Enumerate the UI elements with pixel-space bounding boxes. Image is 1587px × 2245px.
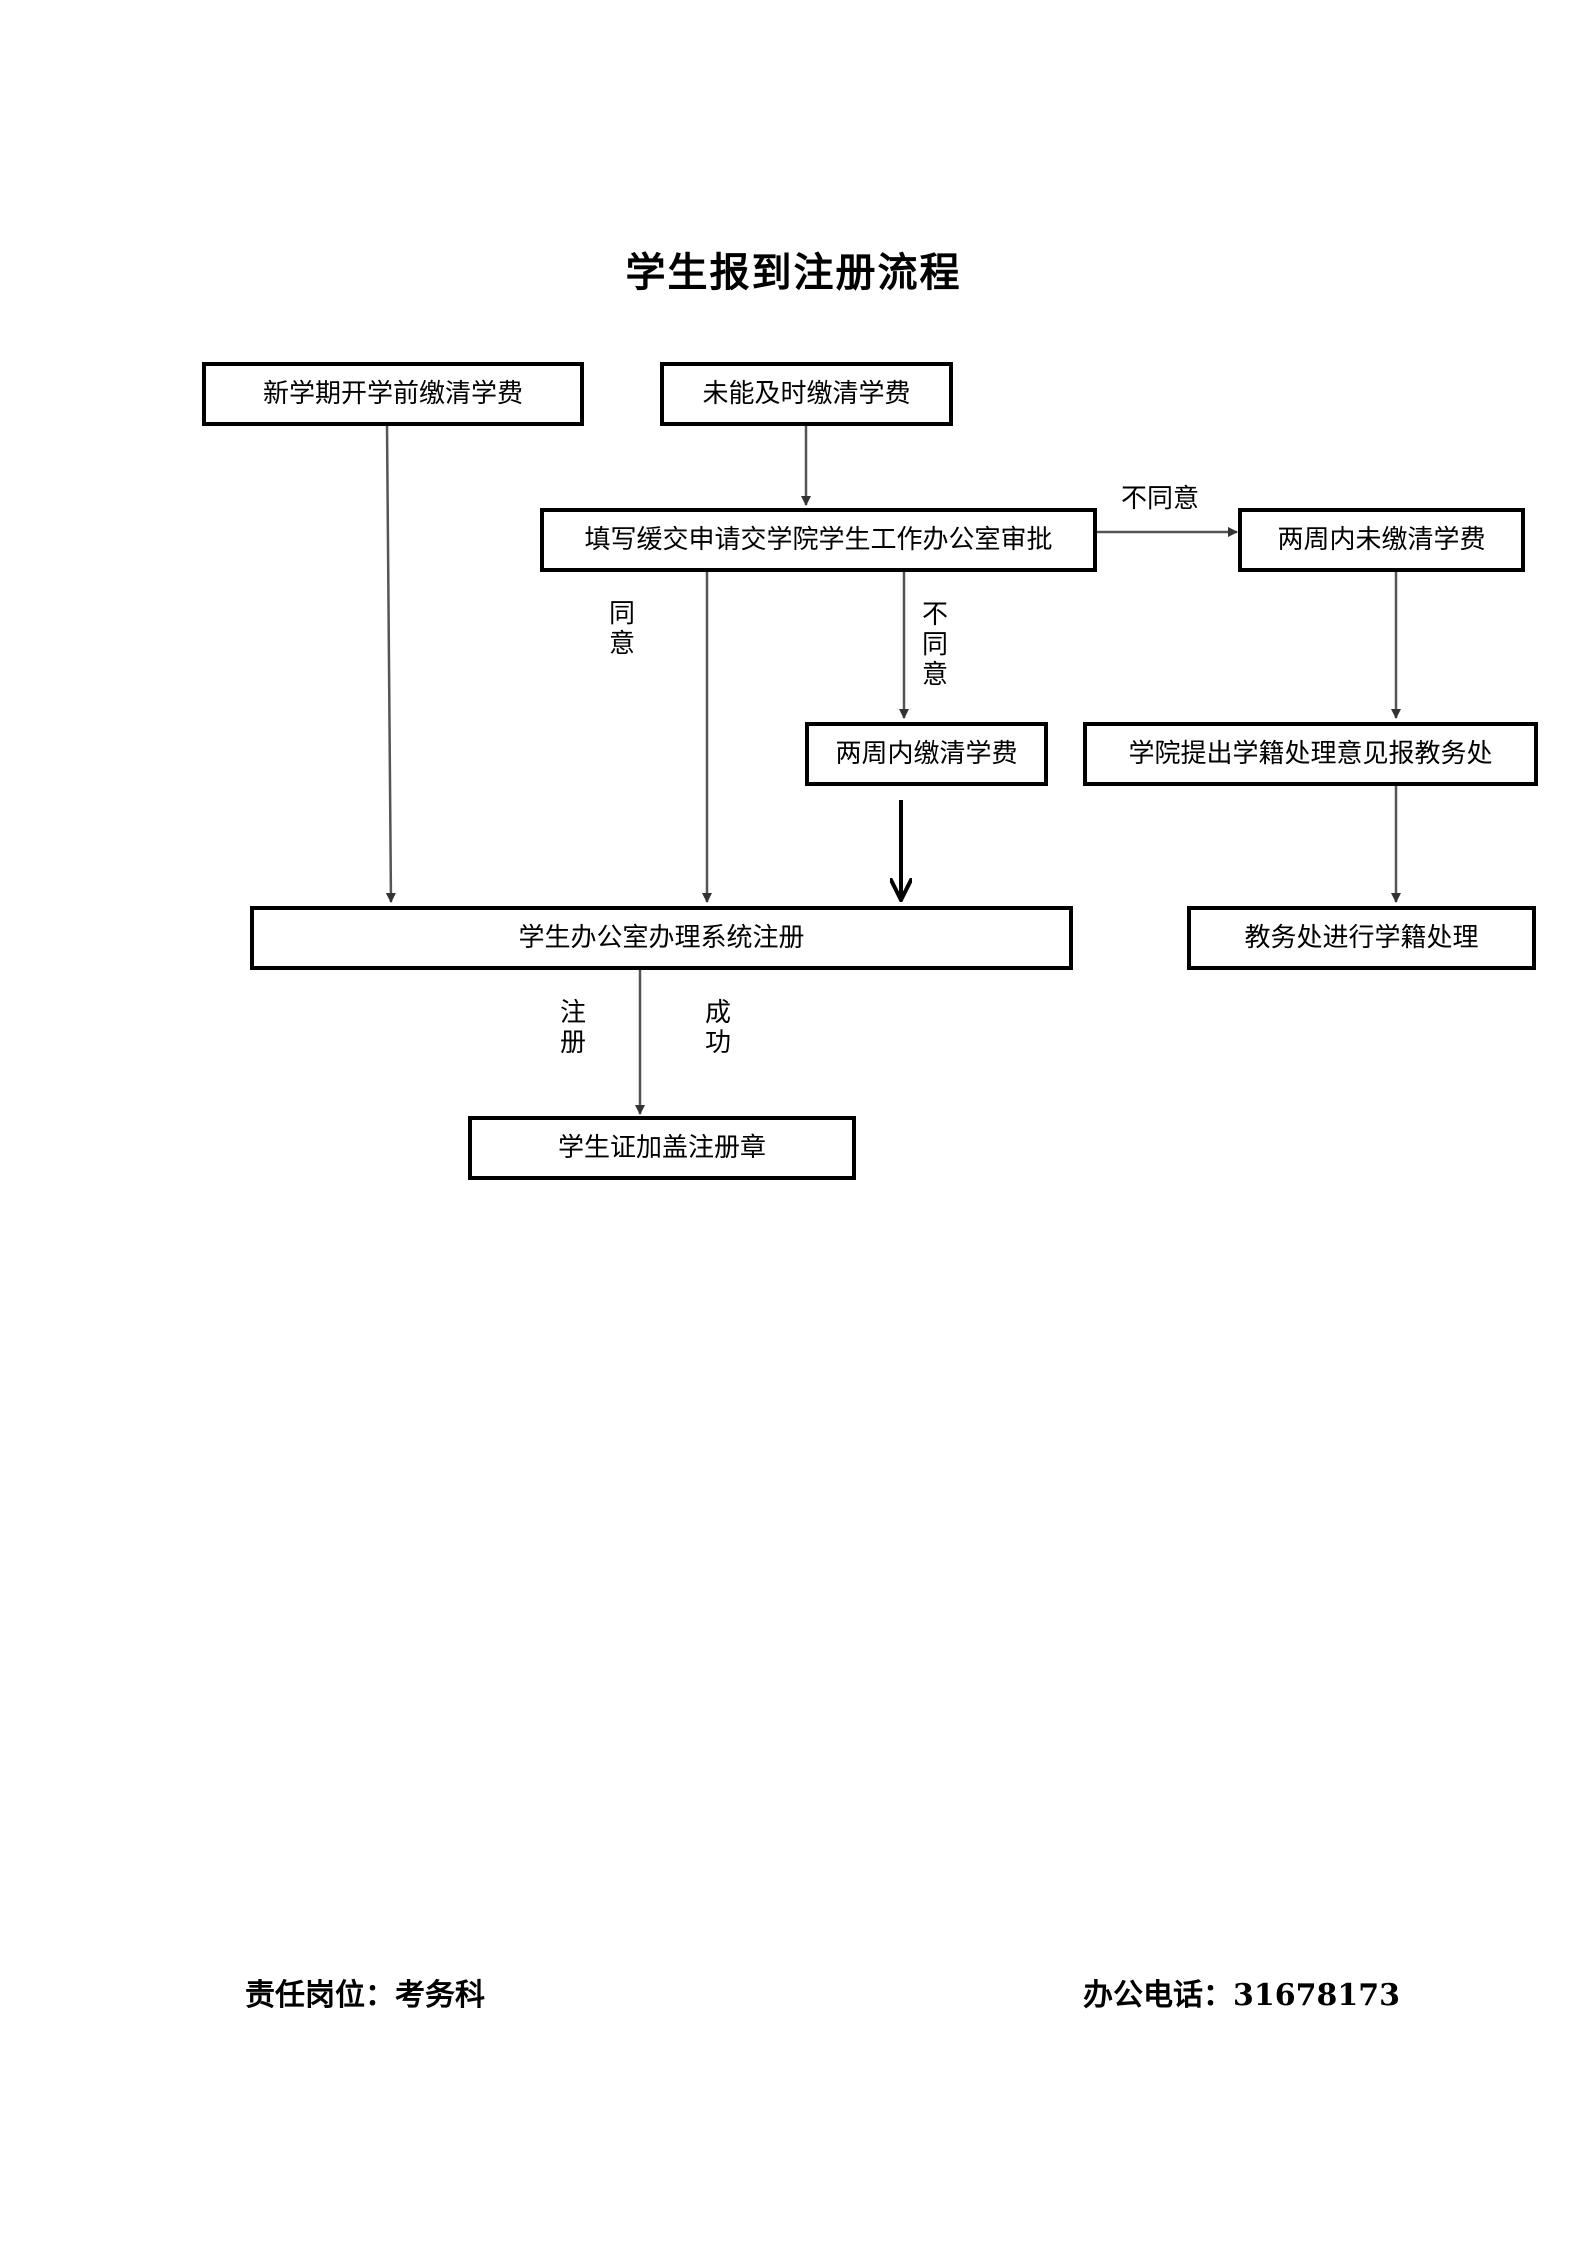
arrow-prepaid-to-register [385,424,396,903]
node-college-status-opinion: 学院提出学籍处理意见报教务处 [1083,722,1538,786]
node-unpaid-two-weeks: 两周内未缴清学费 [1238,508,1525,572]
node-unpaid-two-weeks-label: 两周内未缴清学费 [1277,525,1486,555]
node-apply-deferral: 填写缓交申请交学院学生工作办公室审批 [540,508,1097,572]
node-pay-before-term-label: 新学期开学前缴清学费 [262,379,523,409]
footer-office-phone: 办公电话：31678173 [1083,1978,1400,2013]
node-college-status-opinion-label: 学院提出学籍处理意见报教务处 [1128,739,1493,769]
footer-responsible-post: 责任岗位：考务科 [245,1978,485,2013]
edge-label-success: 成功 [704,998,731,1058]
node-paid-two-weeks: 两周内缴清学费 [805,722,1048,786]
node-not-paid-in-time-label: 未能及时缴清学费 [702,379,911,409]
node-not-paid-in-time: 未能及时缴清学费 [660,362,953,426]
edge-label-register: 注册 [559,998,586,1058]
node-pay-before-term: 新学期开学前缴清学费 [202,362,584,426]
node-office-system-register-label: 学生办公室办理系统注册 [518,923,805,953]
node-academic-affairs-process: 教务处进行学籍处理 [1187,906,1536,970]
node-apply-deferral-label: 填写缓交申请交学院学生工作办公室审批 [584,525,1053,555]
page-title: 学生报到注册流程 [625,250,962,296]
edge-label-disagree-down: 不同意 [921,600,948,690]
node-stamp-student-card: 学生证加盖注册章 [468,1116,856,1180]
edge-label-agree: 同意 [608,599,635,659]
node-paid-two-weeks-label: 两周内缴清学费 [835,739,1018,769]
node-office-system-register: 学生办公室办理系统注册 [250,906,1073,970]
node-academic-affairs-process-label: 教务处进行学籍处理 [1244,923,1479,953]
edge-label-disagree-right: 不同意 [1120,484,1199,514]
node-stamp-student-card-label: 学生证加盖注册章 [557,1133,766,1163]
